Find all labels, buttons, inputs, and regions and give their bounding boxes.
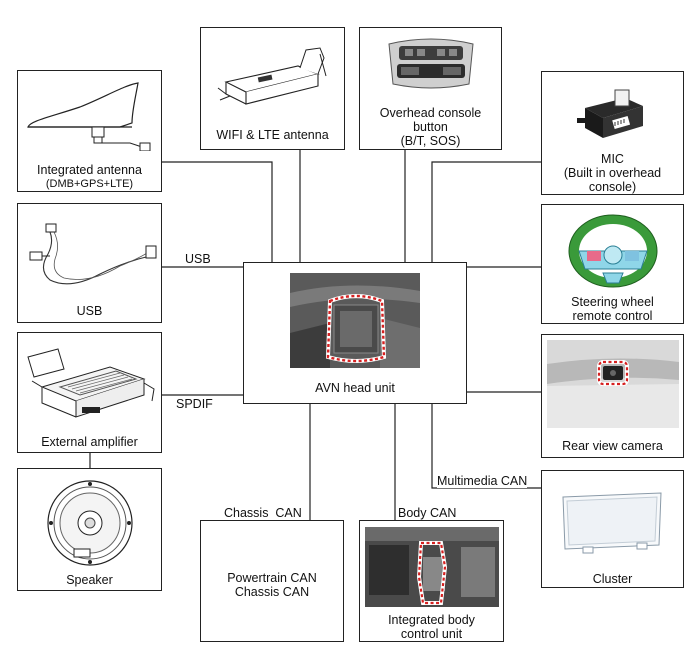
multimedia-can-label: Multimedia CAN <box>437 474 528 488</box>
rear-view-camera-label: Rear view camera <box>562 439 663 453</box>
overhead-console-image <box>360 34 501 94</box>
steering-wheel-image <box>542 211 683 291</box>
overhead-console-box: Overhead console button (B/T, SOS) <box>359 27 502 150</box>
powertrain-chassis-box: Powertrain CAN Chassis CAN <box>200 520 344 642</box>
overhead-console-label-2: button <box>413 120 448 134</box>
powertrain-can-text: Powertrain CAN <box>227 571 317 585</box>
speaker-label: Speaker <box>66 573 113 587</box>
mic-label-1: MIC <box>601 152 624 166</box>
steering-wheel-box: Steering wheel remote control <box>541 204 684 324</box>
integrated-antenna-sublabel: (DMB+GPS+LTE) <box>45 178 134 190</box>
integrated-antenna-label: Integrated antenna <box>37 163 142 177</box>
overhead-console-label-1: Overhead console <box>379 106 482 120</box>
body-can-label: Body CAN <box>398 506 457 520</box>
external-amplifier-box: External amplifier <box>17 332 162 453</box>
wire-integrated-antenna <box>162 161 273 262</box>
rear-view-camera-box: Rear view camera <box>541 334 684 458</box>
mic-label-3: console) <box>588 180 637 194</box>
speaker-box: Speaker <box>17 468 162 591</box>
steering-wheel-label-2: remote control <box>572 309 653 323</box>
integrated-body-control-box: Integrated body control unit <box>359 520 504 642</box>
chassis-can-label: Chassis CAN <box>224 506 302 520</box>
wire-multimedia-can <box>431 404 541 489</box>
wifi-lte-antenna-box: WIFI & LTE antenna <box>200 27 345 150</box>
wifi-antenna-module-image <box>201 36 344 116</box>
avn-head-unit-label: AVN head unit <box>315 381 395 395</box>
integrated-antenna-box: Integrated antenna (DMB+GPS+LTE) <box>17 70 162 192</box>
body-control-label-1: Integrated body <box>388 613 475 627</box>
usb-connection-label: USB <box>185 252 211 266</box>
wifi-lte-antenna-label: WIFI & LTE antenna <box>216 128 329 142</box>
mic-label-2: (Built in overhead <box>563 166 662 180</box>
usb-box: USB <box>17 203 162 323</box>
external-amplifier-label: External amplifier <box>41 435 138 449</box>
avn-dashboard-photo <box>244 273 466 368</box>
cluster-label: Cluster <box>592 572 633 586</box>
overhead-console-label-3: (B/T, SOS) <box>400 134 461 148</box>
microphone-module-image <box>542 82 683 142</box>
avn-head-unit-box: AVN head unit <box>243 262 467 404</box>
spdif-connection-label: SPDIF <box>176 397 213 411</box>
rear-camera-photo <box>542 340 683 428</box>
usb-label: USB <box>76 304 103 318</box>
body-control-label-2: control unit <box>400 627 463 641</box>
chassis-can-text: Chassis CAN <box>234 585 310 599</box>
speaker-image <box>18 477 161 569</box>
usb-cable-image <box>18 218 161 298</box>
cluster-image <box>542 487 683 557</box>
shark-fin-antenna-image <box>18 71 161 151</box>
steering-wheel-label-1: Steering wheel <box>571 295 654 309</box>
cluster-box: Cluster <box>541 470 684 588</box>
body-control-unit-photo <box>360 527 503 607</box>
wire-mic <box>431 161 541 262</box>
amplifier-image <box>18 337 161 429</box>
mic-box: MIC (Built in overhead console) <box>541 71 684 195</box>
